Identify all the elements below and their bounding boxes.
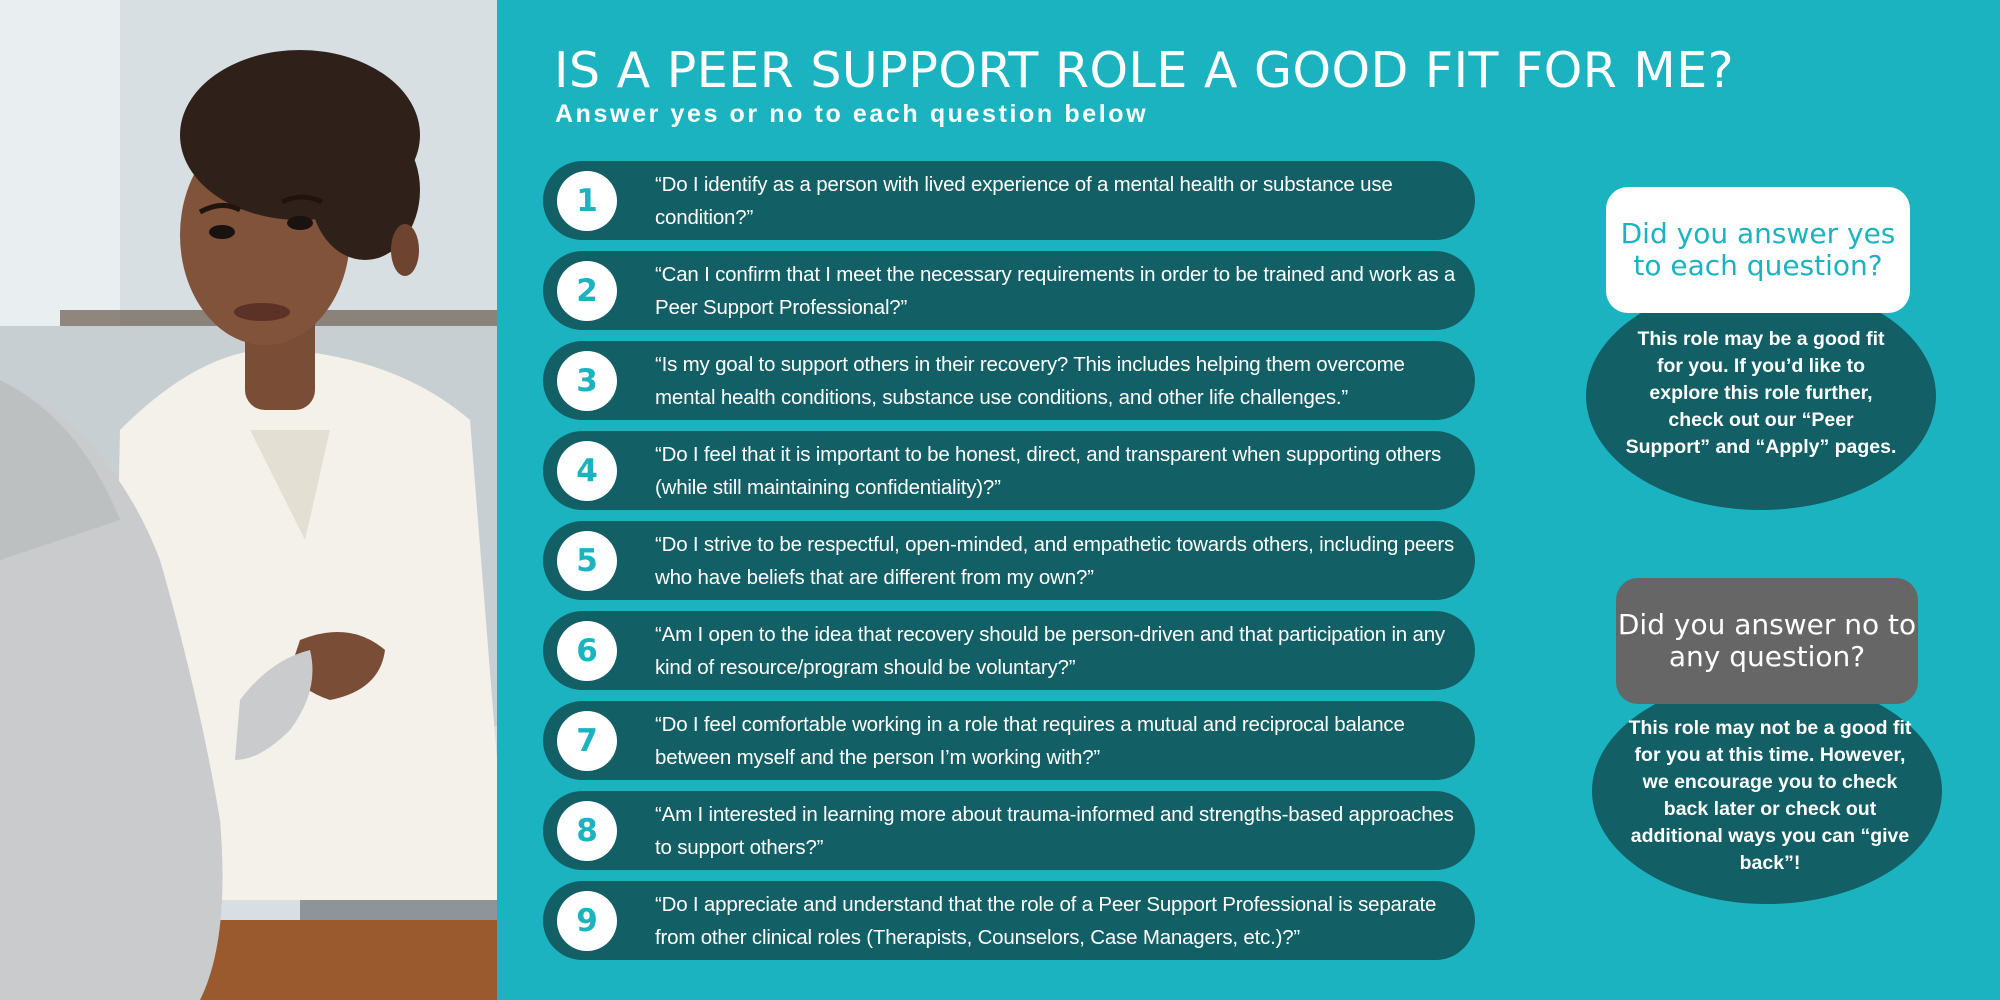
question-item-4: 4 “Do I feel that it is important to be … (543, 431, 1475, 510)
question-text: “Do I feel comfortable working in a role… (655, 712, 1405, 769)
callout-no-circle (1592, 678, 1942, 904)
question-number-badge: 4 (557, 440, 617, 501)
question-number-badge: 5 (557, 530, 617, 591)
question-text: “Am I interested in learning more about … (655, 802, 1454, 859)
question-number-badge: 1 (557, 170, 617, 231)
question-number-badge: 8 (557, 800, 617, 861)
photo-two-people-conversation (0, 0, 497, 1000)
callout-no-body: This role may not be a good fit for you … (1628, 717, 1912, 874)
callout-yes-heading: Did you answer yes to each question? (1606, 187, 1910, 313)
question-text: “Do I strive to be respectful, open-mind… (655, 532, 1455, 589)
page-title: IS A PEER SUPPORT ROLE A GOOD FIT FOR ME… (554, 42, 1735, 99)
page-subtitle: Answer yes or no to each question below (555, 100, 1149, 128)
question-item-7: 7 “Do I feel comfortable working in a ro… (543, 701, 1475, 780)
question-item-1: 1 “Do I identify as a person with lived … (543, 161, 1475, 240)
question-number-badge: 2 (557, 260, 617, 321)
question-list: 1 “Do I identify as a person with lived … (543, 161, 1475, 971)
question-number-badge: 9 (557, 890, 617, 951)
question-item-8: 8 “Am I interested in learning more abou… (543, 791, 1475, 870)
question-text: “Can I confirm that I meet the necessary… (655, 262, 1456, 319)
question-text: “Do I appreciate and understand that the… (655, 892, 1437, 949)
question-text: “Is my goal to support others in their r… (655, 352, 1405, 409)
question-item-9: 9 “Do I appreciate and understand that t… (543, 881, 1475, 960)
callout-no-heading: Did you answer no to any question? (1616, 578, 1918, 704)
question-item-5: 5 “Do I strive to be respectful, open-mi… (543, 521, 1475, 600)
question-number-badge: 7 (557, 710, 617, 771)
question-text: “Do I feel that it is important to be ho… (655, 442, 1442, 499)
question-item-2: 2 “Can I confirm that I meet the necessa… (543, 251, 1475, 330)
question-text: “Do I identify as a person with lived ex… (655, 172, 1393, 229)
callout-yes-circle (1586, 282, 1936, 510)
question-item-6: 6 “Am I open to the idea that recovery s… (543, 611, 1475, 690)
photo-illustration (0, 0, 497, 1000)
question-text: “Am I open to the idea that recovery sho… (655, 622, 1445, 679)
question-number-badge: 3 (557, 350, 617, 411)
question-number-badge: 6 (557, 620, 617, 681)
callout-yes-body: This role may be a good fit for you. If … (1625, 328, 1897, 458)
question-item-3: 3 “Is my goal to support others in their… (543, 341, 1475, 420)
